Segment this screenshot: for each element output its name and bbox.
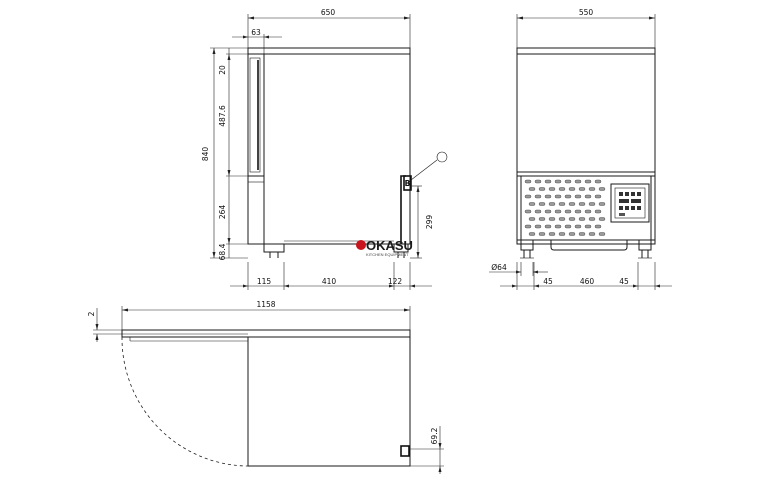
- vent-slot: [528, 232, 536, 236]
- dim-side-height: 840: [201, 147, 210, 162]
- vent-slot: [598, 202, 606, 206]
- vent-slot: [538, 202, 546, 206]
- vent-slot: [554, 209, 562, 214]
- vent-slot: [554, 194, 562, 199]
- vent-slot: [578, 202, 586, 206]
- vent-slot: [548, 217, 556, 221]
- vent-slot: [544, 209, 552, 214]
- dim-foot-height: 68.4: [218, 243, 227, 260]
- vent-slot: [544, 179, 552, 184]
- vent-slot: [584, 194, 592, 199]
- vent-slot: [544, 194, 552, 199]
- vent-slot: [588, 232, 596, 236]
- front-view: 550: [489, 8, 672, 290]
- vent-slot: [528, 217, 536, 221]
- dim-front-bottom-right: 45: [619, 277, 629, 286]
- vent-slot: [568, 187, 576, 191]
- vent-slot: [588, 217, 596, 221]
- vent-slot: [578, 217, 586, 221]
- dim-bottom-right: 122: [388, 277, 403, 286]
- vent-slot: [588, 187, 596, 191]
- dim-top-depth: 1158: [256, 300, 275, 309]
- vent-slot: [558, 202, 566, 206]
- vent-slot: [564, 179, 572, 184]
- vent-slot: [554, 179, 562, 184]
- vent-slot: [598, 187, 606, 191]
- dim-bottom-mid: 410: [322, 277, 337, 286]
- vent-slot: [594, 224, 602, 229]
- vent-slot: [538, 232, 546, 236]
- vent-slot: [578, 187, 586, 191]
- vent-slot: [558, 187, 566, 191]
- vent-slot: [584, 179, 592, 184]
- vent-slot: [584, 209, 592, 214]
- dim-foot-diameter: Ø64: [491, 263, 507, 272]
- dim-side-width: 650: [321, 8, 336, 17]
- vent-slot: [554, 224, 562, 229]
- vent-slot: [558, 217, 566, 221]
- vent-slot: [534, 194, 542, 199]
- dim-upper-section: 487.6: [218, 105, 227, 127]
- vent-slot: [548, 187, 556, 191]
- vent-slot: [564, 209, 572, 214]
- vent-slot: [584, 224, 592, 229]
- vent-slot: [568, 202, 576, 206]
- vent-slot: [574, 209, 582, 214]
- control-panel: [610, 183, 650, 223]
- vent-slot: [564, 224, 572, 229]
- vent-slot: [594, 179, 602, 184]
- vent-grid: [524, 179, 606, 236]
- side-view: 650 63 B: [201, 8, 448, 290]
- vent-slot: [538, 217, 546, 221]
- vent-slot: [574, 194, 582, 199]
- vent-slot: [564, 194, 572, 199]
- logo-subtext: KITCHEN EQUIPMENT: [366, 252, 409, 257]
- vent-slot: [544, 224, 552, 229]
- dim-front-bottom-mid: 460: [580, 277, 595, 286]
- logo-text: OKASU: [366, 238, 413, 253]
- dim-probe-height: 299: [425, 215, 434, 230]
- vent-slot: [568, 217, 576, 221]
- vent-slot: [574, 224, 582, 229]
- vent-slot: [524, 179, 532, 184]
- dim-front-width: 550: [579, 8, 594, 17]
- vent-slot: [538, 187, 546, 191]
- vent-slot: [534, 209, 542, 214]
- dim-front-bottom-left: 45: [543, 277, 553, 286]
- vent-slot: [588, 202, 596, 206]
- top-view: 1158 2 69.2: [87, 300, 444, 474]
- vent-slot: [594, 209, 602, 214]
- vent-slot: [594, 194, 602, 199]
- dim-lower-section: 264: [218, 205, 227, 220]
- dim-door-depth: 63: [251, 28, 261, 37]
- vent-slot: [528, 187, 536, 191]
- vent-slot: [534, 179, 542, 184]
- okasu-logo: OKASU KITCHEN EQUIPMENT: [356, 238, 413, 257]
- vent-slot: [548, 232, 556, 236]
- vent-slot: [524, 209, 532, 214]
- vent-slot: [578, 232, 586, 236]
- vent-slot: [558, 232, 566, 236]
- vent-slot: [574, 179, 582, 184]
- dim-side-offset: 69.2: [430, 427, 439, 444]
- vent-slot: [598, 217, 606, 221]
- vent-slot: [568, 232, 576, 236]
- vent-slot: [534, 224, 542, 229]
- vent-slot: [548, 202, 556, 206]
- vent-slot: [524, 224, 532, 229]
- dim-bottom-left: 115: [257, 277, 272, 286]
- dim-top-offset: 2: [87, 311, 96, 316]
- vent-slot: [524, 194, 532, 199]
- probe-marker: B: [405, 179, 411, 188]
- vent-slot: [528, 202, 536, 206]
- dim-top-gap: 20: [218, 65, 227, 75]
- vent-slot: [598, 232, 606, 236]
